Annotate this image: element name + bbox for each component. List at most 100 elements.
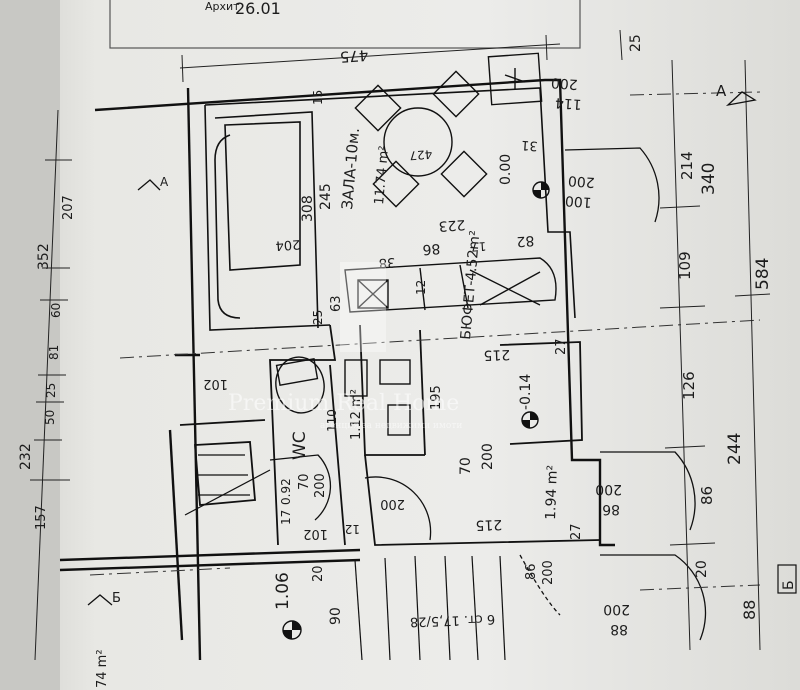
dim-i-70b: 70 bbox=[297, 473, 312, 490]
interior-partitions bbox=[179, 324, 601, 546]
dim-l-106: 1.06 bbox=[273, 572, 293, 610]
dining-ceiling-label: 427 bbox=[409, 147, 433, 163]
dim-i-82: 82 bbox=[516, 232, 535, 249]
dim-i-17a: 17 bbox=[471, 239, 487, 254]
section-b-left: Б bbox=[112, 591, 121, 606]
dining-room-walls bbox=[204, 87, 576, 331]
dim-r-126: 126 bbox=[680, 371, 698, 400]
dim-i-215b: 215 bbox=[475, 516, 502, 533]
left-dimension-chain bbox=[30, 109, 72, 661]
door-swings bbox=[269, 147, 707, 641]
section-b-right: Б bbox=[781, 580, 797, 590]
room-bottom-left-area: 74 m² bbox=[95, 649, 110, 688]
level-markers bbox=[282, 181, 550, 640]
dim-i-27b: 27 bbox=[569, 523, 584, 540]
dimension-labels: 200 114 31 214 340 200 100 109 584 126 2… bbox=[18, 74, 773, 637]
dim-l-50: 50 bbox=[43, 410, 57, 425]
dim-i-223: 223 bbox=[438, 216, 466, 234]
dim-r-86a: 86 bbox=[698, 486, 716, 505]
dim-i-15: 15 bbox=[311, 90, 325, 105]
dim-i-38: 38 bbox=[378, 254, 396, 270]
dim-l-232: 232 bbox=[18, 443, 34, 470]
dim-l-25: 25 bbox=[44, 383, 58, 398]
room-buffet-name: БЮФЕТ-4.52m² bbox=[458, 230, 483, 341]
dim-i-215a: 215 bbox=[483, 346, 510, 363]
dim-i-17b: 17 bbox=[279, 510, 293, 525]
dim-r-86: 86 bbox=[602, 501, 620, 517]
dim-i-200e: 200 bbox=[480, 443, 496, 470]
dim-l-81: 81 bbox=[47, 345, 61, 360]
dim-i-stairs: 6 ст. 17,5/28 bbox=[410, 611, 496, 629]
dim-l-207: 207 bbox=[61, 195, 76, 220]
watermark-line1: Premium Real Home bbox=[228, 391, 459, 416]
watermark-logo bbox=[340, 262, 386, 352]
dim-r-200c: 200 bbox=[595, 481, 622, 497]
dim-r-584: 584 bbox=[753, 258, 773, 290]
dim-l-157: 157 bbox=[34, 505, 49, 530]
dim-i-25b: 25 bbox=[311, 310, 325, 325]
dim-i-70a: 70 bbox=[458, 457, 474, 475]
room-buffet-level: -0.14 bbox=[518, 374, 534, 410]
staircase bbox=[184, 454, 506, 661]
watermark: Premium Real Home агенция за недвижими и… bbox=[228, 262, 462, 431]
dim-i-27a: 27 bbox=[554, 338, 569, 355]
room-wc-area: 1.12 m² bbox=[349, 389, 364, 440]
dim-i-195: 195 bbox=[429, 385, 444, 410]
dim-i-102b: 102 bbox=[303, 526, 328, 541]
dim-i-20b: 20 bbox=[311, 565, 326, 582]
page-shadow bbox=[0, 0, 60, 690]
dim-i-63: 63 bbox=[329, 295, 344, 312]
dim-i-308: 308 bbox=[300, 195, 316, 222]
section-a-left: A bbox=[160, 175, 169, 189]
dim-i-86b: 86 bbox=[524, 563, 539, 580]
exterior-walls bbox=[59, 78, 615, 661]
dim-r-200a: 200 bbox=[550, 74, 578, 92]
room-dining-area: 11.74 m² bbox=[372, 145, 392, 205]
room-hall-area: 1.94 m² bbox=[543, 465, 561, 520]
dim-i-204: 204 bbox=[275, 236, 301, 253]
dim-l-352: 352 bbox=[36, 243, 52, 270]
dim-i-86: 86 bbox=[422, 240, 441, 257]
dim-top-25: 25 bbox=[628, 34, 644, 52]
dim-i-12b: 12 bbox=[345, 522, 360, 536]
dim-i-092: 0.92 bbox=[279, 478, 293, 505]
dim-r-200d: 200 bbox=[603, 601, 630, 617]
wc-fixtures bbox=[275, 356, 411, 436]
axis-lines bbox=[89, 91, 761, 591]
dim-r-109: 109 bbox=[676, 251, 694, 280]
right-dimension-chain bbox=[659, 59, 771, 651]
dim-r-214: 214 bbox=[678, 151, 696, 180]
room-dining-level: 0.00 bbox=[498, 154, 514, 185]
dim-i-102a: 102 bbox=[203, 376, 228, 391]
dim-r-88b: 88 bbox=[610, 621, 628, 637]
top-dimension-line bbox=[179, 29, 623, 83]
dim-l-60: 60 bbox=[49, 303, 63, 318]
dim-i-200f: 200 bbox=[313, 473, 328, 498]
dim-r-100: 100 bbox=[564, 192, 592, 210]
dim-i-245: 245 bbox=[318, 183, 334, 210]
dim-i-200g: 200 bbox=[380, 496, 405, 511]
header-text: Архит bbox=[205, 0, 240, 13]
room-wc-name: WC bbox=[290, 431, 310, 460]
header-number: 26.01 bbox=[235, 0, 281, 18]
dim-i-12: 12 bbox=[414, 280, 428, 295]
dim-i-200h: 200 bbox=[541, 560, 556, 585]
room-dining-name: ЗАЛА-10м. bbox=[338, 127, 363, 210]
dim-i-90: 90 bbox=[328, 607, 344, 625]
dim-r-31: 31 bbox=[521, 137, 539, 153]
watermark-line2: агенция за недвижими имоти bbox=[320, 421, 462, 431]
dim-r-340: 340 bbox=[699, 163, 719, 195]
title-block bbox=[109, 0, 581, 49]
dining-table-set bbox=[354, 52, 543, 208]
buffet-counter bbox=[344, 257, 557, 313]
dim-r-244: 244 bbox=[725, 433, 745, 465]
dim-r-88a: 88 bbox=[740, 600, 759, 620]
dim-top-475: 475 bbox=[339, 46, 369, 66]
section-markers: A A Б Б bbox=[87, 82, 797, 606]
dim-r-200b: 200 bbox=[567, 172, 595, 190]
dim-i-110: 110 bbox=[325, 409, 339, 432]
section-a-top: A bbox=[716, 82, 727, 100]
dim-r-114: 114 bbox=[554, 94, 582, 112]
